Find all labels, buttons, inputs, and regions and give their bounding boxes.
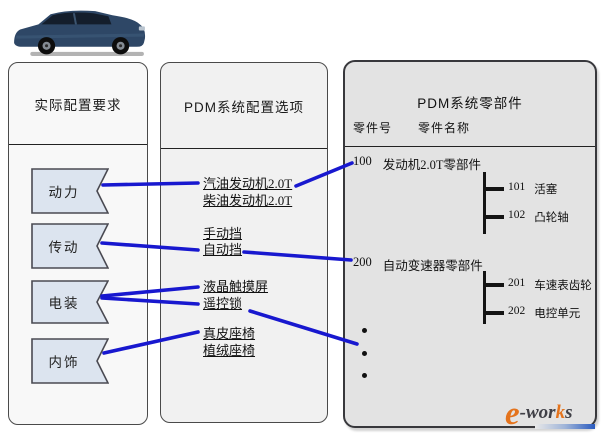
part-no: 202: [508, 305, 526, 317]
panel-actual-requirements-title: 实际配置要求: [9, 63, 147, 145]
part-no: 102: [508, 209, 526, 221]
option-automatic-transmission: 自动挡: [203, 242, 243, 257]
option-lcd-touchscreen: 液晶触摸屏: [203, 279, 269, 294]
panel-config-options: PDM系统配置选项 汽油发动机2.0T 柴油发动机2.0T 手动挡 自动挡 液晶…: [160, 62, 328, 423]
req-label-power: 动力: [48, 185, 80, 200]
part-name: 电控单元: [534, 308, 581, 320]
part-no: 101: [508, 181, 526, 193]
bom-tree-line: [483, 271, 486, 324]
part-name: 活塞: [534, 184, 558, 196]
part-child-102: 102 凸轮轴: [508, 209, 569, 225]
req-box-shape: [31, 168, 109, 214]
option-flocked-seat: 植绒座椅: [203, 343, 256, 358]
eworks-logo: e-works: [505, 396, 597, 432]
panel-actual-requirements: 实际配置要求 动力 传动 电装 内饰: [8, 62, 148, 425]
column-header-part-name: 零件名称: [418, 121, 471, 135]
req-box-shape: [31, 280, 109, 324]
req-label-interior: 内饰: [48, 355, 80, 370]
req-box-transmission: 传动: [31, 223, 109, 269]
bom-tree-tick: [483, 215, 504, 219]
part-child-101: 101 活塞: [508, 181, 557, 197]
req-box-shape: [31, 223, 109, 269]
bom-tree-tick: [483, 311, 504, 315]
bom-tree-line: [483, 172, 486, 234]
bom-tree-tick: [483, 283, 504, 287]
req-box-interior: 内饰: [31, 338, 109, 384]
part-no: 201: [508, 277, 526, 289]
column-header-part-no: 零件号: [353, 121, 393, 135]
ellipsis-dot: [362, 373, 367, 378]
part-group-100: 100 发动机2.0T零部件: [353, 154, 481, 173]
option-leather-seat: 真皮座椅: [203, 326, 256, 341]
car-illustration: [14, 10, 146, 56]
req-label-transmission: 传动: [48, 240, 80, 255]
part-name: 自动变速器零部件: [382, 259, 483, 273]
part-group-200: 200 自动变速器零部件: [353, 255, 483, 274]
eworks-logo-bar: [535, 424, 595, 429]
eworks-logo-e: e: [505, 396, 520, 432]
panel-config-options-title: PDM系统配置选项: [161, 63, 327, 149]
option-gasoline-engine: 汽油发动机2.0T: [203, 176, 293, 191]
req-box-shape: [31, 338, 109, 384]
part-name: 发动机2.0T零部件: [382, 158, 482, 172]
header-divider: [345, 146, 595, 147]
part-child-202: 202 电控单元: [508, 305, 580, 321]
bom-tree-tick: [483, 187, 504, 191]
req-box-power: 动力: [31, 168, 109, 214]
part-child-201: 201 车速表齿轮: [508, 277, 592, 293]
part-no: 100: [353, 154, 372, 168]
option-diesel-engine: 柴油发动机2.0T: [203, 193, 293, 208]
part-name: 凸轮轴: [534, 212, 569, 224]
part-no: 200: [353, 255, 372, 269]
ellipsis-dot: [362, 351, 367, 356]
req-box-electrical: 电装: [31, 280, 109, 324]
ellipsis-dot: [362, 328, 367, 333]
req-label-electrical: 电装: [48, 296, 80, 311]
part-name: 车速表齿轮: [534, 280, 592, 292]
panel-pdm-parts: PDM系统零部件 零件号 零件名称 100 发动机2.0T零部件 101 活塞 …: [343, 60, 597, 432]
car-photo: [8, 2, 150, 59]
panel-pdm-parts-title: PDM系统零部件: [417, 96, 523, 111]
option-remote-lock: 遥控锁: [203, 296, 243, 311]
option-manual-transmission: 手动挡: [203, 226, 243, 241]
